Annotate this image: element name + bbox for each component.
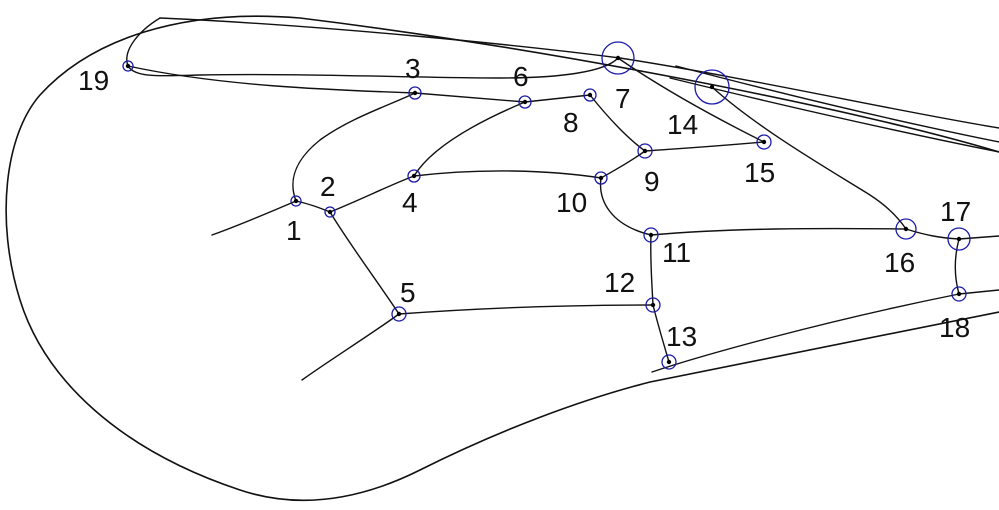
landmark-5: 5 — [391, 277, 416, 322]
landmark-label: 7 — [615, 83, 631, 114]
landmark-label: 18 — [939, 312, 970, 343]
landmark-ring — [895, 218, 917, 240]
landmark-9: 9 — [637, 143, 660, 197]
landmark-label: 2 — [320, 171, 336, 202]
landmark-dot — [293, 198, 299, 204]
vein-17-18 — [954, 238, 960, 295]
landmark-ring — [583, 88, 597, 102]
landmark-dot — [650, 302, 656, 308]
landmark-dot — [761, 139, 767, 145]
landmark-dot — [598, 175, 604, 181]
landmark-7: 7 — [601, 41, 635, 114]
landmark-dot — [412, 90, 418, 96]
landmark-16: 16 — [884, 218, 917, 278]
landmark-14: 14 — [667, 69, 730, 140]
landmark-label: 5 — [400, 277, 416, 308]
landmark-dot — [709, 84, 715, 90]
landmark-dot — [642, 148, 648, 154]
landmark-6: 6 — [513, 61, 532, 109]
landmark-label: 10 — [556, 187, 587, 218]
landmark-ring — [951, 286, 967, 302]
landmark-ring — [601, 41, 635, 75]
vein-14-16 — [711, 86, 907, 230]
landmark-ring — [643, 227, 659, 243]
spur-1 — [211, 200, 331, 236]
landmark-ring — [645, 297, 661, 313]
marginal-cell-vein — [126, 17, 619, 79]
landmark-2: 2 — [320, 171, 336, 218]
landmark-dot — [411, 173, 417, 179]
landmark-13: 13 — [661, 321, 697, 370]
landmark-10: 10 — [556, 171, 608, 218]
landmark-ring — [324, 206, 336, 218]
landmark-dot — [666, 359, 672, 365]
landmark-ring — [661, 354, 677, 370]
landmark-ring — [594, 171, 608, 185]
landmark-dot — [125, 63, 131, 69]
landmark-18: 18 — [939, 286, 970, 343]
landmark-dot — [522, 99, 528, 105]
landmark-label: 6 — [513, 61, 529, 92]
landmark-8: 8 — [563, 88, 597, 138]
subcostal-vein — [669, 77, 999, 153]
vein-1-3 — [292, 92, 416, 202]
landmark-3: 3 — [405, 53, 422, 100]
landmark-label: 1 — [286, 215, 302, 246]
vein-11-17 — [650, 227, 999, 240]
landmark-17: 17 — [940, 196, 971, 251]
landmark-dot — [903, 226, 909, 232]
landmark-dot — [956, 291, 962, 297]
landmark-label: 4 — [402, 187, 418, 218]
landmark-ring — [122, 60, 134, 72]
vein-5-12 — [398, 304, 654, 315]
landmark-ring — [290, 195, 302, 207]
landmark-1: 1 — [286, 195, 302, 246]
vein-8-9 — [589, 94, 646, 152]
wing-outline — [5, 15, 999, 502]
radial-vein — [127, 65, 591, 103]
landmark-label: 9 — [644, 166, 660, 197]
landmark-4: 4 — [402, 169, 421, 218]
landmark-dot — [396, 311, 402, 317]
landmark-19: 19 — [78, 60, 134, 96]
landmark-ring — [947, 227, 971, 251]
vein-9-10 — [600, 150, 646, 179]
vein-7-15 — [617, 57, 765, 143]
landmark-ring — [391, 306, 407, 322]
vein-2-10 — [329, 170, 602, 213]
spur-5 — [301, 313, 400, 381]
landmark-label: 17 — [940, 196, 971, 227]
landmark-dot — [615, 55, 621, 61]
landmark-dot — [956, 236, 962, 242]
vein-2-5 — [329, 211, 400, 315]
landmark-label: 11 — [662, 237, 691, 268]
landmark-ring — [518, 95, 532, 109]
costal-vein-lower — [675, 65, 999, 143]
landmark-label: 13 — [666, 321, 697, 352]
landmark-dot — [587, 92, 593, 98]
landmark-label: 12 — [604, 267, 635, 298]
landmark-label: 8 — [563, 107, 579, 138]
vein-9-15 — [644, 141, 765, 152]
landmark-ring — [407, 169, 421, 183]
landmark-ring — [756, 134, 772, 150]
landmark-dot — [327, 209, 333, 215]
landmark-ring — [408, 86, 422, 100]
landmark-label: 16 — [884, 247, 915, 278]
landmark-dot — [648, 232, 654, 238]
landmark-label: 3 — [405, 53, 421, 84]
landmark-12: 12 — [604, 267, 661, 313]
landmark-label: 19 — [78, 65, 109, 96]
vein-4-6 — [413, 101, 526, 177]
landmark-label: 15 — [744, 157, 775, 188]
landmark-15: 15 — [744, 134, 775, 188]
landmark-ring — [637, 143, 653, 159]
vein-10-11 — [599, 177, 652, 236]
landmark-ring — [694, 69, 730, 105]
landmark-label: 14 — [667, 109, 698, 140]
landmark-11: 11 — [643, 227, 691, 268]
